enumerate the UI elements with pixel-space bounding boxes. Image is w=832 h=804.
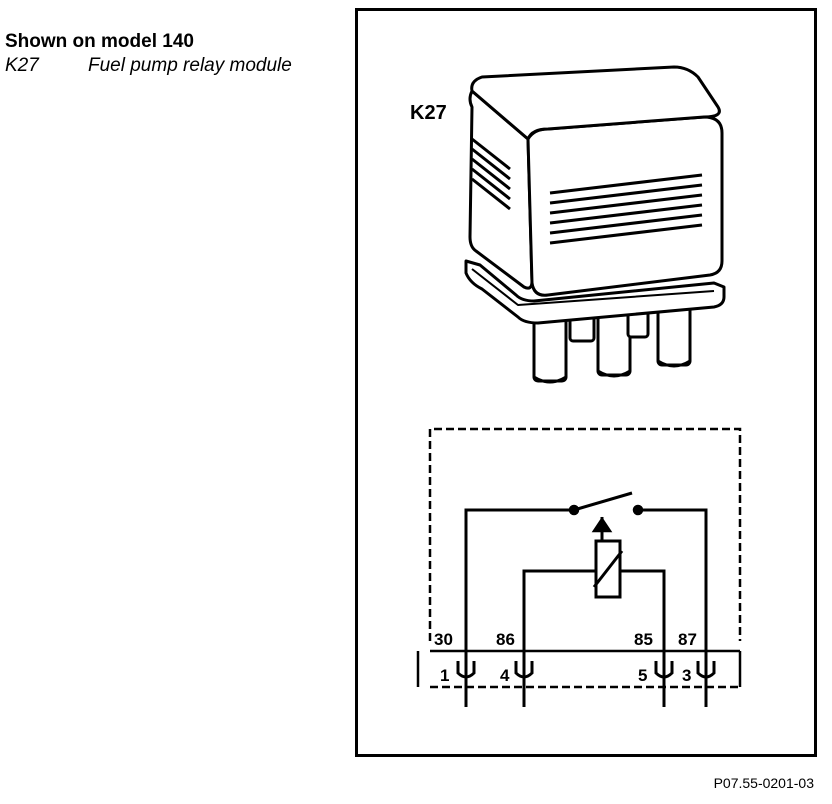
connector-sockets: [456, 661, 716, 679]
caption-title: Shown on model 140: [5, 31, 194, 52]
illustration-frame: K27: [355, 8, 817, 757]
relay-schematic: [416, 427, 742, 707]
figure-id: P07.55-0201-03: [713, 775, 814, 791]
terminal-leads: [464, 643, 708, 707]
terminal-label-30: 30: [434, 630, 453, 649]
component-label: K27: [410, 102, 447, 124]
module-outline: [428, 427, 742, 641]
terminal-label-87: 87: [678, 630, 697, 649]
relay-top-face: [470, 65, 721, 141]
relay-left-face: [468, 89, 534, 290]
terminal-label-86: 86: [496, 630, 515, 649]
relay-base: [464, 259, 726, 325]
relay-illustration: K27: [410, 65, 742, 707]
pin-number-3: 3: [682, 666, 691, 685]
pin-number-4: 4: [500, 666, 510, 685]
caption-item-description: Fuel pump relay module: [88, 55, 292, 76]
relay-front-louvers: [549, 173, 703, 245]
caption: Shown on model 140 K27 Fuel pump relay m…: [5, 30, 292, 78]
pin-number-1: 1: [440, 666, 449, 685]
relay-side-louvers: [471, 137, 511, 211]
circuit-wires: [464, 508, 708, 643]
armature-arrow: [591, 516, 613, 533]
caption-item: K27 Fuel pump relay module: [5, 54, 292, 78]
caption-item-code: K27: [5, 55, 39, 76]
pin-number-5: 5: [638, 666, 647, 685]
relay-housing-drawing: [464, 65, 726, 384]
terminal-label-85: 85: [634, 630, 653, 649]
